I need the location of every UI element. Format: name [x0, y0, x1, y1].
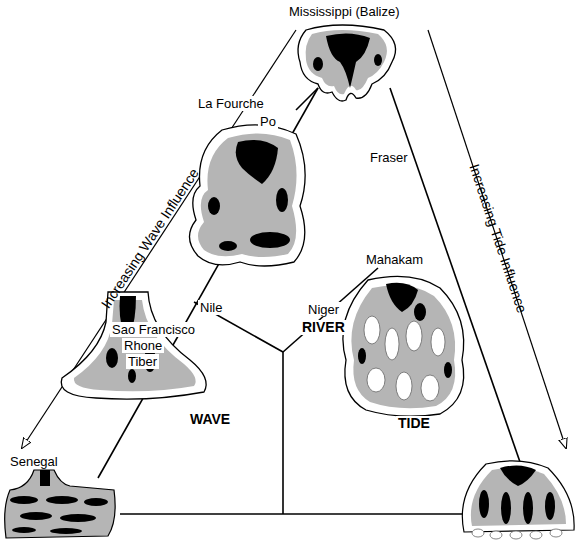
axis-label: Increasing Tide Influence	[466, 160, 530, 316]
delta-name: Mahakam	[364, 252, 425, 267]
delta-name: La Fourche	[196, 96, 266, 111]
delta-name: Senegal	[8, 454, 60, 469]
delta-name: Nile	[198, 300, 224, 315]
axis-label: Increasing Wave Influence	[97, 164, 202, 313]
delta-name: Mississippi (Balize)	[287, 4, 402, 19]
process-class: WAVE	[188, 412, 232, 427]
delta-name: Fraser	[368, 150, 410, 165]
delta-name: Tiber	[126, 354, 159, 369]
process-class: RIVER	[300, 320, 347, 335]
delta-name: Sao Francisco	[110, 322, 197, 337]
delta-name: Po	[258, 114, 278, 129]
delta-name: Rhone	[122, 338, 164, 353]
process-class: TIDE	[396, 416, 432, 431]
delta-name: Niger	[306, 302, 341, 317]
